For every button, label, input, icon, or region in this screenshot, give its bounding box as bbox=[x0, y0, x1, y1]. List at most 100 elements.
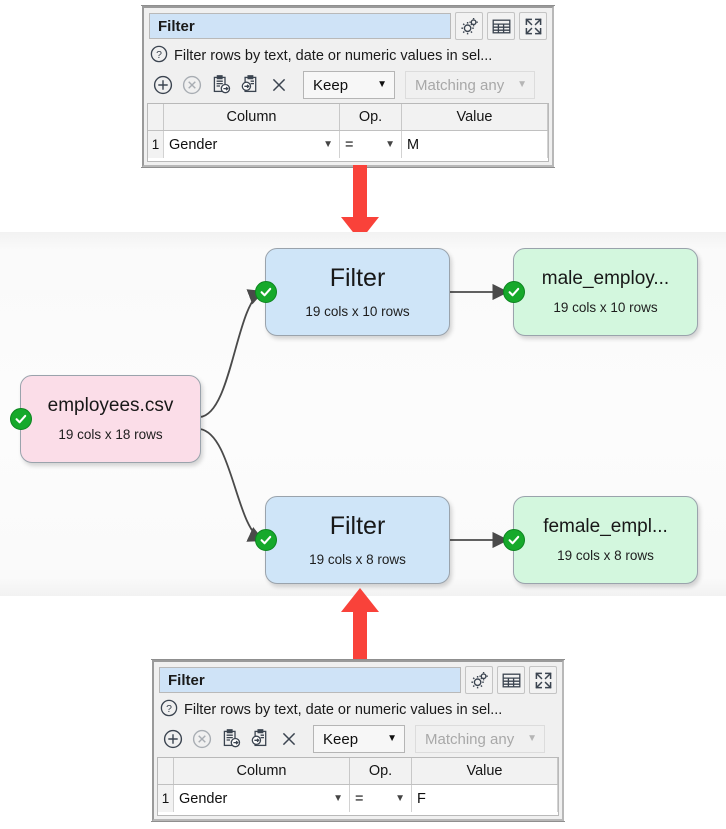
chevron-down-icon: ▼ bbox=[395, 792, 405, 804]
svg-text:?: ? bbox=[156, 49, 162, 61]
panel-toolbar: Keep ▼ Matching any ▼ bbox=[154, 723, 562, 757]
value-header[interactable]: Value bbox=[412, 758, 558, 784]
operator-select[interactable]: = ▼ bbox=[340, 131, 402, 158]
torn-edge-right bbox=[564, 660, 573, 821]
node-filter-female[interactable]: Filter 19 cols x 8 rows bbox=[255, 496, 450, 584]
column-select-value: Gender bbox=[179, 790, 228, 807]
column-select[interactable]: Gender ▼ bbox=[174, 785, 350, 812]
column-header[interactable]: Column bbox=[174, 758, 350, 784]
value-input[interactable]: M bbox=[402, 131, 548, 158]
question-circle-icon[interactable]: ? bbox=[160, 699, 178, 721]
node-source[interactable]: employees.csv 19 cols x 18 rows bbox=[10, 375, 201, 463]
table-row[interactable]: 1 Gender ▼ = ▼ F bbox=[158, 785, 558, 812]
settings-gear-icon[interactable] bbox=[465, 666, 493, 694]
filter-match-dropdown[interactable]: Matching any ▼ bbox=[415, 725, 545, 753]
filter-conditions-table: Column Op. Value 1 Gender ▼ = bbox=[157, 757, 559, 816]
row-number-header bbox=[158, 758, 174, 784]
table-header-row: Column Op. Value bbox=[158, 758, 558, 785]
clear-all-button[interactable] bbox=[275, 725, 303, 753]
panel-help-row: ? Filter rows by text, date or numeric v… bbox=[144, 43, 552, 69]
filter-match-value: Matching any bbox=[415, 76, 505, 94]
status-ok-icon bbox=[255, 281, 277, 303]
chevron-down-icon: ▼ bbox=[385, 138, 395, 150]
value-input[interactable]: F bbox=[412, 785, 558, 812]
panel-description: Filter rows by text, date or numeric val… bbox=[174, 48, 493, 64]
filter-mode-value: Keep bbox=[313, 76, 349, 94]
node-subtitle: 19 cols x 8 rows bbox=[557, 547, 654, 563]
add-row-button[interactable] bbox=[159, 725, 187, 753]
node-title: Filter bbox=[329, 264, 386, 293]
chevron-down-icon: ▼ bbox=[333, 792, 343, 804]
torn-edge-left bbox=[133, 6, 142, 167]
filter-title-input[interactable]: Filter bbox=[149, 13, 451, 39]
copy-to-clipboard-button[interactable] bbox=[207, 71, 235, 99]
add-row-button[interactable] bbox=[149, 71, 177, 99]
operator-select[interactable]: = ▼ bbox=[350, 785, 412, 812]
value-header[interactable]: Value bbox=[402, 104, 548, 130]
copy-to-clipboard-button[interactable] bbox=[217, 725, 245, 753]
node-title: Filter bbox=[329, 512, 386, 541]
remove-row-button[interactable] bbox=[178, 71, 206, 99]
panel-title-row: Filter bbox=[144, 8, 552, 43]
top-callout-arrow bbox=[341, 165, 379, 241]
row-number: 1 bbox=[148, 131, 164, 158]
column-select[interactable]: Gender ▼ bbox=[164, 131, 340, 158]
column-header[interactable]: Column bbox=[164, 104, 340, 130]
chevron-down-icon: ▼ bbox=[387, 733, 397, 744]
filter-mode-dropdown[interactable]: Keep ▼ bbox=[313, 725, 405, 753]
status-ok-icon bbox=[503, 281, 525, 303]
operator-select-value: = bbox=[355, 790, 364, 807]
chevron-down-icon: ▼ bbox=[527, 733, 537, 744]
table-header-row: Column Op. Value bbox=[148, 104, 548, 131]
panel-title-row: Filter bbox=[154, 662, 562, 697]
filter-match-dropdown[interactable]: Matching any ▼ bbox=[405, 71, 535, 99]
table-view-icon[interactable] bbox=[487, 12, 515, 40]
paste-from-clipboard-button[interactable] bbox=[246, 725, 274, 753]
node-title: male_employ... bbox=[541, 268, 670, 290]
status-ok-icon bbox=[255, 529, 277, 551]
node-subtitle: 19 cols x 10 rows bbox=[553, 299, 658, 315]
node-subtitle: 19 cols x 10 rows bbox=[305, 303, 410, 319]
node-subtitle: 19 cols x 8 rows bbox=[309, 551, 406, 567]
operator-select-value: = bbox=[345, 136, 354, 153]
chevron-down-icon: ▼ bbox=[323, 138, 333, 150]
clear-all-button[interactable] bbox=[265, 71, 293, 99]
row-number: 1 bbox=[158, 785, 174, 812]
row-number-header bbox=[148, 104, 164, 130]
operator-header[interactable]: Op. bbox=[350, 758, 412, 784]
node-female-output[interactable]: female_empl... 19 cols x 8 rows bbox=[503, 496, 698, 584]
remove-row-button[interactable] bbox=[188, 725, 216, 753]
status-ok-icon bbox=[10, 408, 32, 430]
torn-edge-left bbox=[143, 660, 152, 821]
node-male-output[interactable]: male_employ... 19 cols x 10 rows bbox=[503, 248, 698, 336]
status-ok-icon bbox=[503, 529, 525, 551]
filter-conditions-table: Column Op. Value 1 Gender ▼ = bbox=[147, 103, 549, 162]
question-circle-icon[interactable]: ? bbox=[150, 45, 168, 67]
chevron-down-icon: ▼ bbox=[517, 79, 527, 90]
node-title: employees.csv bbox=[47, 395, 174, 417]
paste-from-clipboard-button[interactable] bbox=[236, 71, 264, 99]
torn-edge-right bbox=[554, 6, 563, 167]
column-select-value: Gender bbox=[169, 136, 218, 153]
filter-title-input[interactable]: Filter bbox=[159, 667, 461, 693]
svg-text:?: ? bbox=[166, 703, 172, 715]
panel-toolbar: Keep ▼ Matching any ▼ bbox=[144, 69, 552, 103]
expand-fullscreen-icon[interactable] bbox=[519, 12, 547, 40]
chevron-down-icon: ▼ bbox=[377, 79, 387, 90]
node-title: female_empl... bbox=[543, 516, 668, 538]
expand-fullscreen-icon[interactable] bbox=[529, 666, 557, 694]
table-view-icon[interactable] bbox=[497, 666, 525, 694]
node-subtitle: 19 cols x 18 rows bbox=[58, 426, 163, 442]
bottom-filter-panel: Filter bbox=[143, 659, 573, 822]
filter-mode-dropdown[interactable]: Keep ▼ bbox=[303, 71, 395, 99]
panel-description: Filter rows by text, date or numeric val… bbox=[184, 702, 503, 718]
table-row[interactable]: 1 Gender ▼ = ▼ M bbox=[148, 131, 548, 158]
node-filter-male[interactable]: Filter 19 cols x 10 rows bbox=[255, 248, 450, 336]
filter-mode-value: Keep bbox=[323, 730, 359, 748]
filter-match-value: Matching any bbox=[425, 730, 515, 748]
settings-gear-icon[interactable] bbox=[455, 12, 483, 40]
workflow-canvas[interactable]: employees.csv 19 cols x 18 rows Filter 1… bbox=[0, 232, 726, 596]
bottom-callout-arrow bbox=[341, 588, 379, 664]
operator-header[interactable]: Op. bbox=[340, 104, 402, 130]
top-filter-panel: Filter bbox=[133, 5, 563, 168]
